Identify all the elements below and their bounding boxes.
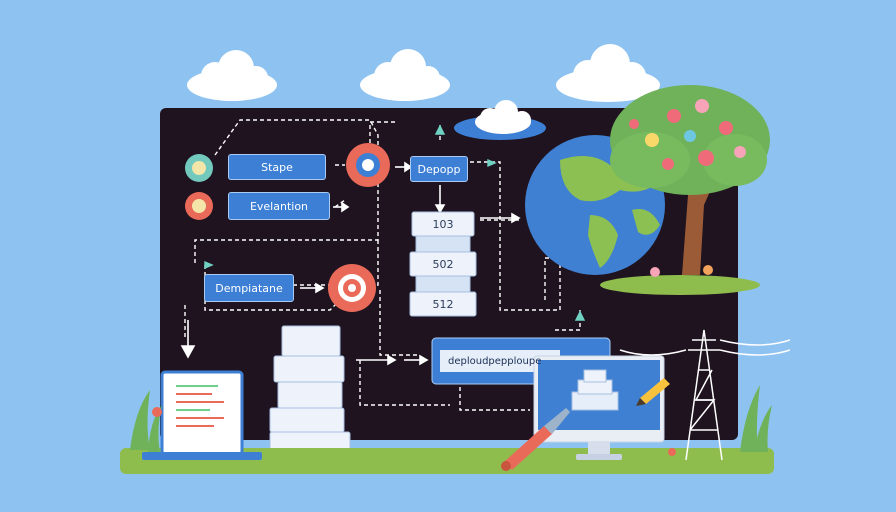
label-dependence: Dempiatane bbox=[204, 274, 294, 302]
stack-blocks bbox=[409, 211, 477, 317]
cloud-icon bbox=[187, 50, 277, 101]
label-evaluation: Evelantion bbox=[228, 192, 330, 220]
tool-icon bbox=[501, 408, 570, 471]
cloud-icon bbox=[454, 100, 546, 140]
laptop-icon bbox=[142, 370, 262, 460]
pencil-icon bbox=[636, 378, 670, 406]
block-stack-left bbox=[269, 325, 351, 459]
power-tower-icon bbox=[619, 329, 791, 461]
arrow-icons bbox=[180, 161, 521, 366]
plant-icon bbox=[668, 385, 772, 456]
label-stape: Stape bbox=[228, 154, 326, 180]
teal-arrow-icons bbox=[204, 124, 586, 321]
cloud-icon bbox=[556, 44, 660, 102]
red-flower-gear-icon bbox=[185, 192, 213, 220]
label-deploy: Depopp bbox=[410, 156, 468, 182]
plant-icon bbox=[130, 390, 162, 452]
bottom-bar-inner bbox=[440, 350, 560, 372]
cloud-icon bbox=[360, 49, 450, 101]
stack-value-3: 512 bbox=[432, 298, 454, 311]
teal-flower-gear-icon bbox=[185, 154, 213, 182]
bottom-bar-label: deploudpepploupe bbox=[448, 355, 542, 367]
gear-icon bbox=[346, 143, 390, 187]
tree-icon bbox=[600, 85, 770, 295]
stack-value-1: 103 bbox=[432, 218, 454, 231]
target-gear-icon bbox=[328, 264, 376, 312]
stack-value-2: 502 bbox=[432, 258, 454, 271]
